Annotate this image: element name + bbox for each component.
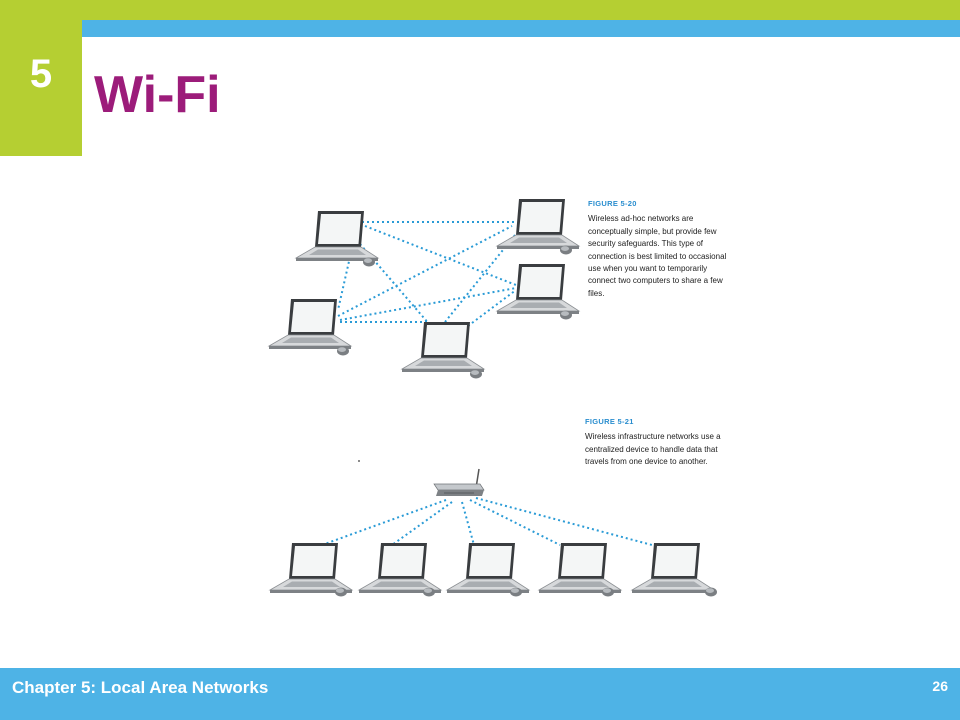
mouse-icon [423,587,435,597]
figure-label: FIGURE 5-21 [585,417,634,426]
figure-caption-text: Wireless ad-hoc networks are conceptuall… [588,214,727,298]
laptop-icon [269,542,353,594]
mouse-icon [337,346,349,356]
mouse-icon [470,369,482,379]
mouse-icon [705,587,717,597]
footer-chapter-title: Chapter 5: Local Area Networks [12,678,269,697]
top-accent-bar [0,0,960,20]
mouse-icon [560,310,572,320]
slide-title: Wi-Fi [94,66,221,124]
laptop-icon [631,542,715,594]
laptop-icon [295,210,379,262]
laptop-icon [358,542,442,594]
figure-label: FIGURE 5-20 [588,199,637,208]
mouse-icon [363,257,375,267]
mouse-icon [560,245,572,255]
laptop-icon [496,263,580,315]
router-icon [433,468,485,496]
figure-5-21-caption: FIGURE 5-21 Wireless infrastructure netw… [585,416,725,469]
mouse-icon [602,587,614,597]
mouse-icon [335,587,347,597]
infrastructure-links [321,497,653,546]
chapter-badge [0,20,82,156]
figure-5-20-caption: FIGURE 5-20 Wireless ad-hoc networks are… [588,198,728,300]
footer-bar [0,668,960,720]
chapter-number: 5 [29,52,53,96]
page-number: 26 [932,678,948,694]
laptop-icon [538,542,622,594]
network-figures [268,198,717,597]
laptop-icon [496,198,580,250]
laptop-icon [401,321,485,373]
figure-caption-text: Wireless infrastructure networks use a c… [585,432,721,467]
laptop-icon [446,542,530,594]
mouse-icon [510,587,522,597]
top-blue-bar [82,20,960,37]
adhoc-links [337,221,517,327]
